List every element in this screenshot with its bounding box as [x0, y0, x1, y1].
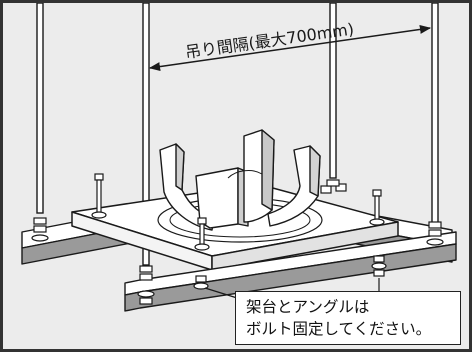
rod-left [36, 3, 44, 214]
nut-center-right [326, 179, 340, 187]
diagram-drawing: 吊り間隔(最大700mm) [21, 3, 457, 312]
nut-right [426, 221, 444, 246]
bolt-2 [194, 217, 210, 251]
bolt-1 [91, 173, 107, 219]
callout-note: 架台とアングルは ボルト固定してください。 [235, 291, 461, 345]
rod-right [431, 3, 439, 224]
bolt-4 [320, 183, 347, 194]
rod-nuts [31, 179, 444, 305]
nut-rail-front-2 [371, 255, 387, 277]
rod-center-right [329, 3, 337, 179]
rod-center-left [142, 3, 150, 266]
callout-line-2: ボルト固定してください。 [246, 320, 432, 338]
nut-rail-front-1 [193, 275, 209, 290]
dimension-line: 吊り間隔(最大700mm) [148, 19, 432, 72]
nut-center-left [137, 265, 155, 305]
callout-line-1: 架台とアングルは [246, 298, 370, 316]
equipment-flanges [159, 129, 321, 231]
nut-left [31, 217, 49, 242]
plate-bolts [91, 173, 385, 251]
bolt-3 [369, 189, 385, 226]
